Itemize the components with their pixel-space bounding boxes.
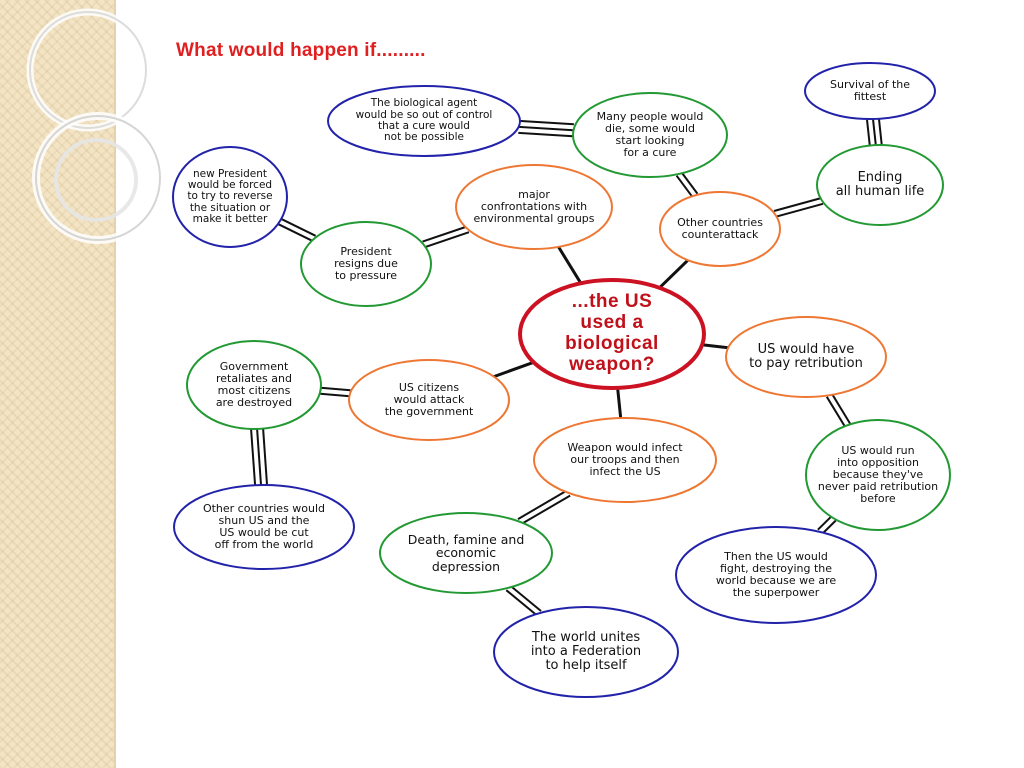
link-line — [520, 494, 571, 526]
node-survival-label: Survival of the fittest — [830, 78, 910, 103]
node-president-resigns-label: President resigns due to pressure — [334, 245, 398, 282]
link-line — [557, 246, 583, 284]
link-layer — [250, 118, 883, 617]
node-other-counterattack-label: Other countries counterattack — [677, 216, 763, 241]
node-death-famine-label: Death, famine and economic depression — [407, 531, 525, 574]
node-new-president-ellipse — [172, 146, 288, 248]
node-center-label: ...the US used a biological weapon? — [565, 291, 659, 375]
node-survival-ellipse — [804, 62, 936, 120]
page-title: What would happen if......... — [176, 40, 426, 61]
link-center-weapon-infect — [616, 387, 623, 419]
node-many-die-label: Many people would die, some would start … — [596, 110, 704, 159]
link-center-retribution — [702, 343, 729, 350]
link-line — [825, 396, 846, 428]
link-line — [866, 119, 871, 146]
link-out-of-control-many-die — [518, 119, 574, 138]
link-center-citizens-attack — [493, 360, 535, 379]
link-line — [517, 489, 568, 520]
node-center-ellipse — [518, 278, 706, 390]
link-line — [702, 343, 729, 350]
link-line — [817, 515, 833, 531]
link-line — [509, 584, 542, 612]
node-run-into-opposition-label: US would run into opposition because the… — [817, 444, 939, 505]
node-retribution-ellipse — [725, 316, 887, 398]
node-world-unites-ellipse — [493, 606, 679, 698]
link-many-die-other-counterattack — [675, 171, 699, 198]
link-line — [680, 171, 699, 195]
node-other-counterattack-ellipse — [659, 191, 781, 267]
node-layer — [172, 62, 951, 698]
node-major-confrontations-ellipse — [455, 164, 613, 250]
link-line — [422, 225, 468, 243]
node-death-famine-ellipse — [379, 512, 553, 594]
link-line — [518, 119, 574, 126]
node-world-unites-label: The world unites into a Federation to he… — [530, 629, 642, 674]
link-president-resigns-new-president — [277, 217, 317, 243]
node-citizens-attack-label: US citizens would attack the government — [384, 381, 474, 418]
link-line — [320, 392, 350, 398]
node-weapon-infect-label: Weapon would infect our troops and then … — [567, 441, 683, 478]
link-other-counterattack-ending-life — [773, 197, 824, 218]
link-retribution-run-into-opposition — [825, 393, 851, 428]
link-line — [616, 387, 623, 419]
link-line — [872, 118, 877, 146]
node-major-confrontations-label: major confrontations with environmental … — [473, 188, 595, 225]
link-line — [773, 197, 822, 212]
link-line — [280, 217, 317, 237]
link-major-confrontations-president-resigns — [422, 225, 470, 249]
node-government-retaliates-ellipse — [186, 340, 322, 430]
link-government-retaliates-shun-us — [250, 428, 268, 486]
link-line — [518, 125, 574, 132]
node-fight-world-label: Then the US would fight, destroying the … — [715, 550, 837, 599]
link-run-into-opposition-fight-world — [817, 515, 837, 535]
link-line — [256, 428, 262, 486]
link-line — [877, 118, 883, 145]
node-run-into-opposition-ellipse — [805, 419, 951, 531]
link-line — [831, 393, 851, 425]
node-weapon-infect-ellipse — [533, 417, 717, 503]
link-ending-life-survival — [866, 118, 883, 146]
node-retribution-label: US would have to pay retribution — [749, 341, 863, 371]
node-ending-life-ellipse — [816, 144, 944, 226]
node-out-of-control-label: The biological agent would be so out of … — [355, 97, 493, 144]
link-line — [675, 175, 694, 198]
link-line — [262, 428, 268, 485]
link-citizens-attack-government-retaliates — [320, 386, 351, 398]
node-shun-us-ellipse — [173, 484, 355, 570]
link-line — [821, 519, 837, 535]
link-line — [424, 231, 470, 249]
link-line — [518, 131, 574, 138]
node-out-of-control-ellipse — [327, 85, 521, 157]
link-line — [658, 259, 689, 289]
node-shun-us-label: Other countries would shun US and the US… — [202, 502, 326, 551]
node-fight-world-ellipse — [675, 526, 877, 624]
link-line — [277, 223, 314, 243]
node-citizens-attack-ellipse — [348, 359, 510, 441]
node-government-retaliates-label: Government retaliates and most citizens … — [215, 360, 293, 409]
decorative-rings — [26, 8, 164, 244]
link-death-famine-world-unites — [505, 584, 542, 617]
link-center-other-counterattack — [658, 259, 689, 289]
link-line — [775, 202, 824, 218]
node-president-resigns-ellipse — [300, 221, 432, 307]
link-center-major-confrontations — [557, 246, 583, 284]
link-line — [320, 386, 351, 392]
node-ending-life-label: Ending all human life — [835, 169, 925, 199]
link-line — [493, 360, 535, 379]
link-line — [505, 589, 538, 617]
link-line — [250, 429, 257, 486]
link-weapon-infect-death-famine — [517, 489, 571, 526]
node-many-die-ellipse — [572, 92, 728, 178]
node-new-president-label: new President would be forced to try to … — [187, 167, 273, 225]
